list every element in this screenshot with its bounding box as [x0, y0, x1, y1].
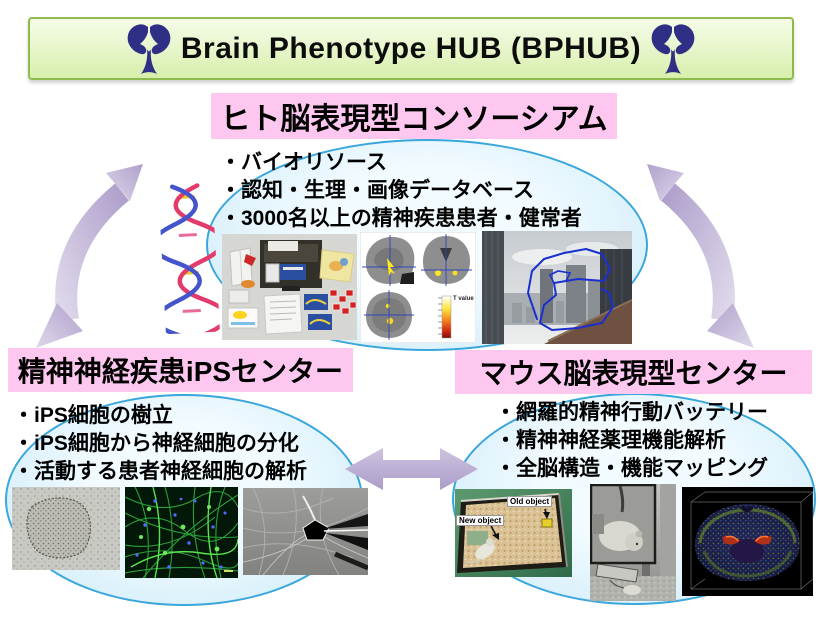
bullet-item: ・iPS細胞の樹立	[13, 404, 173, 427]
brain-logo-icon	[651, 23, 695, 74]
title-bar: Brain Phenotype HUB (BPHUB)	[28, 17, 794, 80]
bullet-item: ・認知・生理・画像データベース	[220, 179, 534, 202]
bullet-item: ・網羅的精神行動バッテリー	[495, 401, 768, 424]
mouse-bullet-list: ・網羅的精神行動バッテリー ・精神神経薬理機能解析 ・全脳構造・機能マッピング	[495, 399, 768, 483]
page-title: Brain Phenotype HUB (BPHUB)	[180, 31, 642, 65]
bullet-item: ・精神神経薬理機能解析	[495, 429, 726, 452]
cycle-arrow-right-icon	[647, 164, 754, 348]
photo-mouse-monitoring	[590, 484, 676, 601]
bullet-item: ・バイオリソース	[220, 151, 387, 174]
ips-bullet-list: ・iPS細胞の樹立 ・iPS細胞から神経細胞の分化 ・活動する患者神経細胞の解析	[13, 402, 307, 486]
photo-patch-clamp	[243, 488, 368, 575]
brain-logo-icon	[127, 23, 171, 74]
bullet-item: ・全脳構造・機能マッピング	[495, 457, 768, 480]
t-value-label: T value	[453, 296, 474, 302]
photo-brain-mapping-slice	[682, 487, 813, 596]
new-object-tag: New object	[456, 515, 505, 526]
ips-node-label: 精神神経疾患iPSセンター	[8, 348, 353, 392]
human-bullet-list: ・バイオリソース ・認知・生理・画像データベース ・3000名以上の精神疾患患者…	[220, 149, 582, 233]
photo-mri-activation: T value	[360, 232, 476, 343]
bullet-item: ・活動する患者神経細胞の解析	[13, 460, 307, 483]
photo-eye-tracking-city	[482, 231, 632, 344]
dna-helix-icon	[158, 182, 220, 335]
bullet-item: ・3000名以上の精神疾患患者・健常者	[220, 207, 582, 230]
bullet-item: ・iPS細胞から神経細胞の分化	[13, 432, 299, 455]
photo-cognition-test-kit	[222, 234, 357, 340]
old-object-tag: Old object	[507, 496, 553, 507]
cycle-arrow-horizontal-icon	[345, 448, 478, 490]
human-node-label: ヒト脳表現型コンソーシアム	[211, 93, 617, 139]
photo-neuron-fluorescence	[125, 487, 238, 578]
photo-ips-colony	[12, 487, 120, 570]
mouse-node-label: マウス脳表現型センター	[455, 350, 812, 394]
cycle-arrow-left-icon	[36, 164, 143, 348]
